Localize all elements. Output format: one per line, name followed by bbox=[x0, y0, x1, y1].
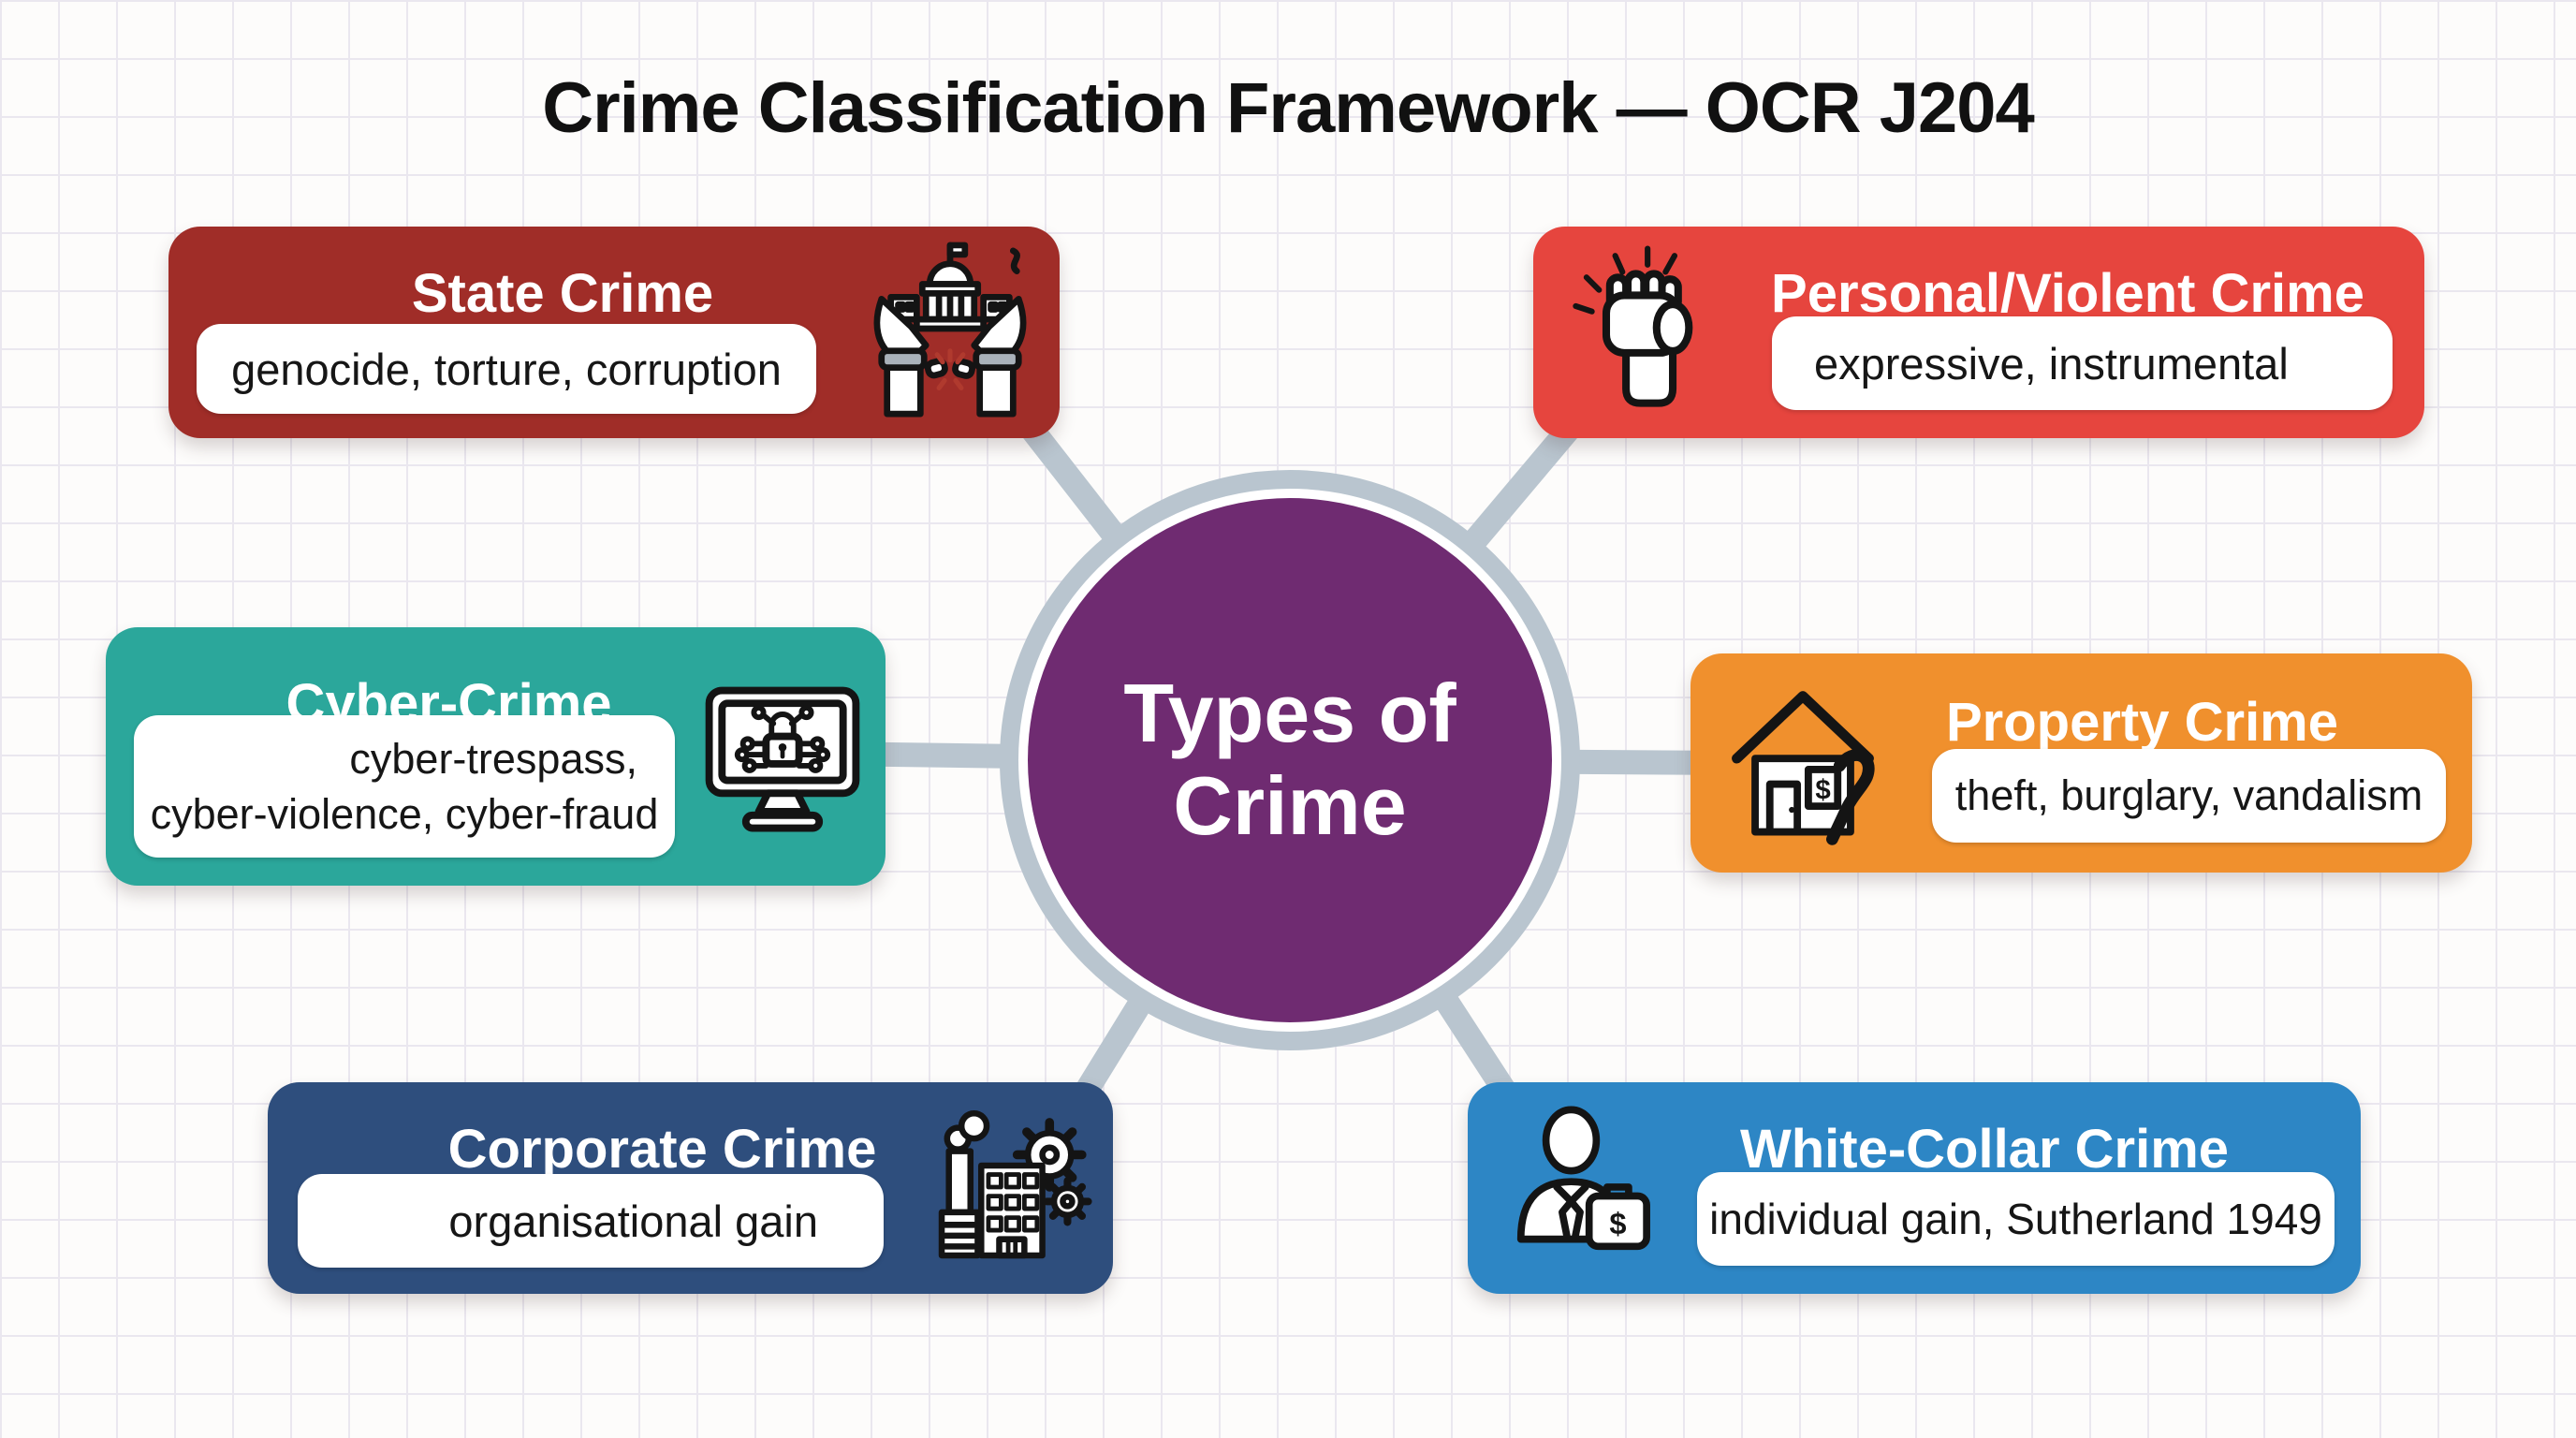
property-crime-card: Property Crime theft, burglary, vandalis… bbox=[1690, 653, 2472, 873]
businessman-briefcase-icon: $ bbox=[1492, 1095, 1672, 1275]
page-title: Crime Classification Framework — OCR J20… bbox=[542, 68, 2035, 148]
cyber-crime-card: Cyber-Crime cyber-trespass, cyber-violen… bbox=[106, 627, 886, 886]
white-collar-crime-card: White-Collar Crime individual gain, Suth… bbox=[1468, 1082, 2361, 1294]
hands-holding-government-building-icon bbox=[857, 240, 1043, 425]
state-crime-detail: genocide, torture, corruption bbox=[231, 344, 782, 394]
corporate-crime-title: Corporate Crime bbox=[447, 1119, 877, 1180]
state-crime-title: State Crime bbox=[411, 263, 714, 324]
raised-fist-icon bbox=[1561, 238, 1741, 418]
corporate-crime-card: Corporate Crime organisational gain bbox=[268, 1082, 1113, 1294]
hub-label-line2: Crime bbox=[1173, 759, 1407, 852]
hub-label: Types of Crime bbox=[1028, 498, 1552, 1022]
svg-text:$: $ bbox=[1609, 1206, 1626, 1240]
white-collar-crime-detail-pill: individual gain, Sutherland 1949 bbox=[1697, 1172, 2334, 1266]
monitor-padlock-circuit-icon bbox=[691, 668, 874, 852]
factory-gears-icon bbox=[920, 1097, 1100, 1277]
corporate-crime-detail-pill: organisational gain bbox=[298, 1174, 884, 1268]
property-crime-detail: theft, burglary, vandalism bbox=[1954, 771, 2423, 819]
white-collar-crime-detail: individual gain, Sutherland 1949 bbox=[1709, 1195, 2322, 1243]
personal-violent-crime-card: Personal/Violent Crime expressive, instr… bbox=[1533, 227, 2424, 438]
hub-circle bbox=[1028, 498, 1552, 1022]
svg-text:$: $ bbox=[1815, 774, 1830, 805]
personal-violent-crime-title: Personal/Violent Crime bbox=[1771, 263, 2364, 324]
white-collar-crime-title: White-Collar Crime bbox=[1739, 1119, 2230, 1180]
property-crime-detail-pill: theft, burglary, vandalism bbox=[1932, 749, 2446, 843]
hub-label-line1: Types of bbox=[1123, 667, 1456, 760]
cyber-crime-detail-line2: cyber-violence, cyber-fraud bbox=[150, 790, 659, 838]
corporate-crime-detail: organisational gain bbox=[448, 1196, 818, 1246]
state-crime-card: State Crime genocide, torture, corruptio… bbox=[168, 227, 1060, 438]
personal-violent-crime-detail-pill: expressive, instrumental bbox=[1772, 316, 2393, 410]
property-crime-title: Property Crime bbox=[1945, 692, 2339, 753]
personal-violent-crime-detail: expressive, instrumental bbox=[1814, 338, 2289, 389]
state-crime-detail-pill: genocide, torture, corruption bbox=[197, 324, 816, 414]
cyber-crime-detail-pill: cyber-trespass, cyber-violence, cyber-fr… bbox=[134, 715, 675, 858]
house-dollar-crowbar-icon: $ bbox=[1711, 674, 1895, 858]
cyber-crime-detail-line1: cyber-trespass, bbox=[349, 734, 637, 783]
